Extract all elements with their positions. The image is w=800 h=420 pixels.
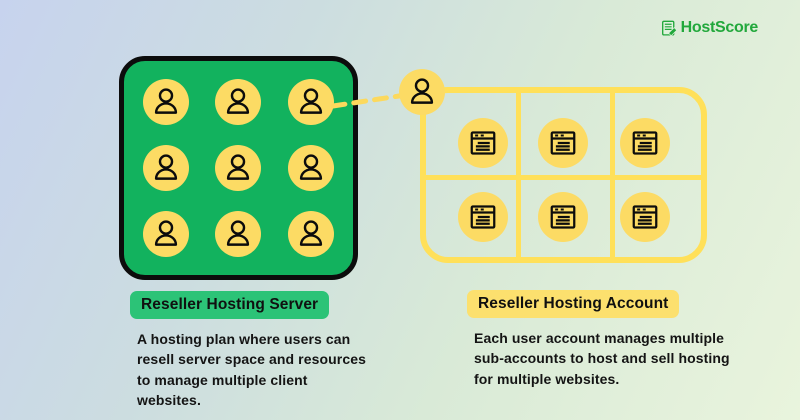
- user-icon: [215, 145, 262, 191]
- website-browser-icon: [620, 192, 670, 242]
- hostscore-logo-text: HostScore: [680, 19, 759, 36]
- reseller-hosting-account-grid: [420, 87, 707, 263]
- website-browser-icon: [538, 192, 588, 242]
- user-icon: [143, 145, 190, 191]
- account-label-badge: Reseller Hosting Account: [467, 290, 680, 318]
- user-icon: [287, 145, 334, 191]
- website-browser-icon: [458, 118, 508, 168]
- account-description: Each user account manages multiple sub-a…: [474, 330, 730, 387]
- user-icon: [215, 211, 262, 257]
- website-browser-icon: [620, 118, 670, 168]
- hostscore-logo-icon: [661, 20, 677, 36]
- server-user-grid: [124, 61, 353, 275]
- grid-divider-horizontal: [420, 175, 707, 180]
- server-label-badge: Reseller Hosting Server: [130, 291, 330, 319]
- user-icon: [399, 69, 445, 115]
- server-description: A hosting plan where users can resell se…: [137, 331, 367, 409]
- user-icon: [143, 79, 190, 125]
- reseller-account-user: [399, 69, 445, 115]
- hostscore-logo[interactable]: HostScore: [661, 19, 758, 37]
- account-caption: Reseller Hosting Account Each user accou…: [467, 290, 730, 389]
- website-browser-icon: [458, 192, 508, 242]
- server-caption: Reseller Hosting Server A hosting plan w…: [130, 291, 366, 411]
- user-icon: [287, 79, 334, 125]
- website-browser-icon: [538, 118, 588, 168]
- account-sites: [426, 93, 701, 257]
- user-icon: [287, 211, 334, 257]
- user-icon: [215, 79, 262, 125]
- user-icon: [143, 211, 190, 257]
- reseller-hosting-server-box: [119, 56, 358, 280]
